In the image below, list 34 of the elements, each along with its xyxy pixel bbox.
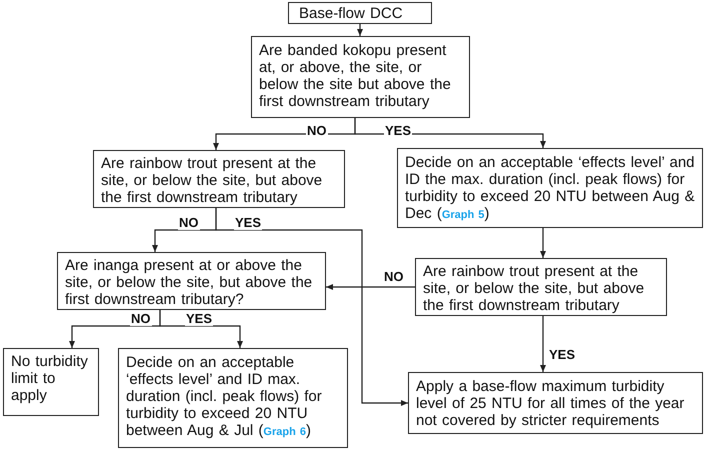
decision-box	[93, 150, 345, 208]
node-text: Apply a base-flow maximum turbidity level of 25 NTU for all times of the year not covered by stricter requirements	[416, 378, 686, 429]
edge-label: NO	[383, 270, 404, 284]
node-text: No turbidity limit to apply	[11, 353, 89, 404]
graph-link: Graph 5	[442, 209, 484, 221]
node-text: Are rainbow trout present at the site, or below the site, but above the first downstream tributary	[101, 155, 324, 206]
edge-label: YES	[234, 216, 262, 230]
connector-arrow	[357, 24, 363, 36]
connector-arrow	[215, 208, 408, 406]
connector-arrow	[540, 228, 546, 258]
connector-arrow	[540, 316, 546, 372]
start-box	[288, 2, 432, 24]
node-text: Are banded kokopu present at, or above, the site, or below the site but above the first downstream tributary	[259, 42, 452, 110]
node-text: Decide on an acceptable ‘effects level’ and ID the max. duration (incl. peak flows) for turbidity to exceed 20 NTU between Aug & Dec (Graph 5)	[405, 154, 695, 224]
node-text: Are rainbow trout present at the site, or below the site, but above the first downstream tributary	[423, 263, 646, 314]
edge-label: YES	[548, 348, 576, 362]
node-text: Base-flow DCC	[299, 5, 403, 22]
decision-box	[251, 36, 470, 118]
edge-label: NO	[306, 124, 328, 138]
outcome-box	[408, 372, 703, 434]
process-box	[118, 348, 348, 448]
process-box	[397, 148, 703, 228]
edge-label: NO	[178, 216, 200, 230]
connector-arrow	[326, 284, 415, 290]
decision-box	[57, 252, 326, 310]
node-text: Decide on an acceptable ‘effects level’ and ID max. duration (incl. peak flows) for turbidity to exceed 20 NTU between Aug & Jul (Graph 6)	[126, 354, 323, 441]
edge-label: YES	[384, 124, 412, 138]
graph-link: Graph 6	[263, 426, 306, 438]
edge-label: YES	[185, 312, 214, 326]
edge-label: NO	[130, 312, 152, 326]
connector-arrow	[159, 310, 243, 348]
outcome-box	[3, 348, 99, 416]
decision-box	[415, 258, 667, 316]
node-text: Are inanga present at or above the site, or below the site, but above the first downstream tributary?	[65, 257, 314, 308]
